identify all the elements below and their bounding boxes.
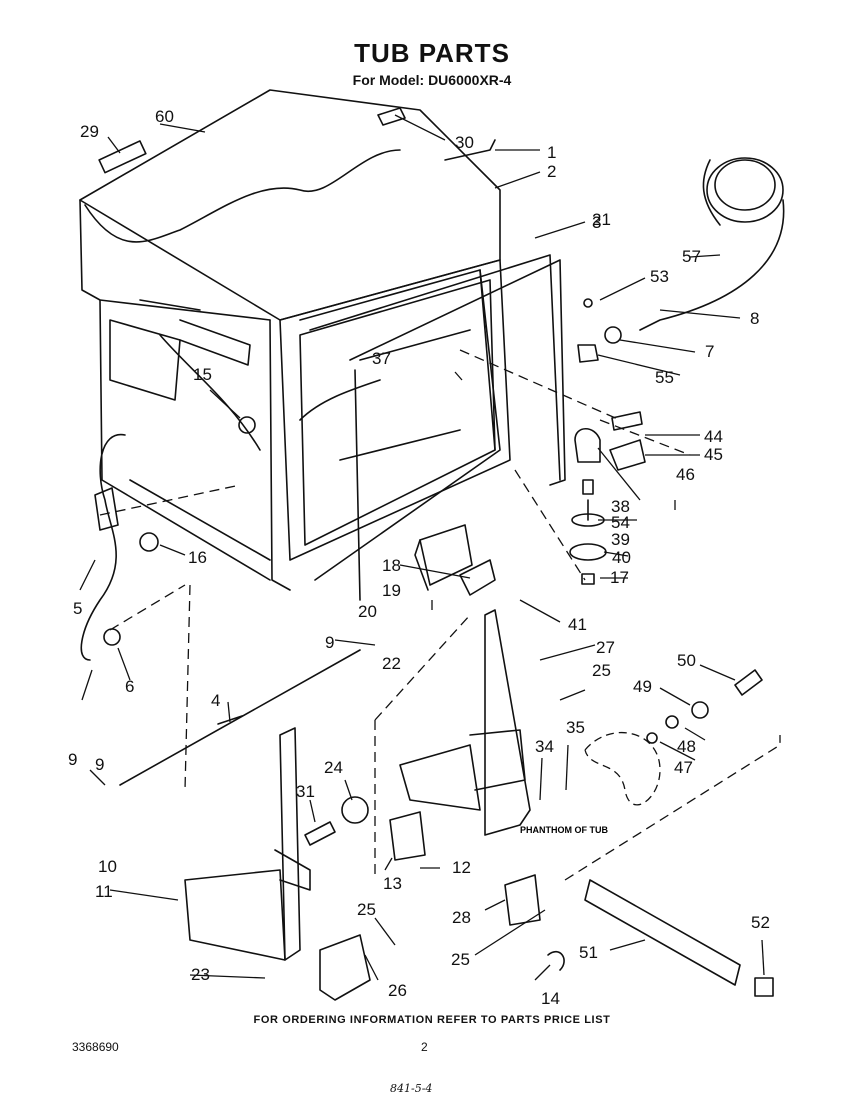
callout-57: 57 (682, 247, 701, 266)
callout-26: 26 (388, 981, 407, 1000)
callout-41: 41 (568, 615, 587, 634)
tub-body (79, 89, 511, 591)
model-subtitle: For Model: DU6000XR-4 (352, 72, 512, 88)
page-title: TUB PARTS (354, 38, 510, 68)
handwritten-note: 841-5-4 (390, 1082, 433, 1095)
ordering-info-footer: FOR ORDERING INFORMATION REFER TO PARTS … (253, 1014, 611, 1026)
callout-50: 50 (677, 651, 696, 670)
callout-5: 5 (73, 599, 82, 618)
callout-15: 15 (193, 365, 212, 384)
callout-34: 34 (535, 737, 554, 756)
callout-7: 7 (705, 342, 714, 361)
callout-40: 40 (612, 548, 631, 567)
callout-8: 8 (750, 309, 759, 328)
callout-22: 22 (382, 654, 401, 673)
part-28-bracket (504, 874, 541, 926)
callout-3: 3 (592, 213, 601, 232)
callout-25: 25 (592, 661, 611, 680)
callout-29: 29 (80, 122, 99, 141)
part-31-shaft (304, 821, 336, 846)
callout-52: 52 (751, 913, 770, 932)
part-13-bracket (389, 811, 426, 861)
callout-31: 31 (296, 782, 315, 801)
part-15-nut (238, 416, 256, 434)
callout-10: 10 (98, 857, 117, 876)
callout-6: 6 (125, 677, 134, 696)
page-number: 2 (421, 1040, 428, 1054)
part-49-nut (691, 701, 709, 719)
part-7-ring (604, 326, 622, 344)
callout-30: 30 (455, 133, 474, 152)
callout-14: 14 (541, 989, 560, 1008)
callout-46: 46 (676, 465, 695, 484)
callout-9: 9 (95, 755, 104, 774)
callout-11: 11 (95, 882, 113, 901)
part-5-hose (80, 433, 126, 661)
callout-12: 12 (452, 858, 471, 877)
part-53-screw (583, 298, 593, 308)
part-48-washer (665, 715, 679, 729)
part-18-valve (414, 524, 496, 596)
part-27-bracket (399, 609, 531, 836)
callout-1: 1 (547, 143, 556, 162)
part-47-ring (646, 732, 658, 744)
callout-2: 2 (547, 162, 556, 181)
callout-48: 48 (677, 737, 696, 756)
callout-54: 54 (611, 513, 630, 532)
part-30-clip (377, 107, 406, 126)
callout-35: 35 (566, 718, 585, 737)
callout-4: 4 (211, 691, 220, 710)
phantom-of-tub-label: PHANTHOM OF TUB (520, 825, 608, 835)
callout-24: 24 (324, 758, 343, 777)
callout-51: 51 (579, 943, 598, 962)
callout-20: 20 (358, 602, 377, 621)
part-52-cap (754, 977, 774, 997)
callout-16: 16 (188, 548, 207, 567)
part-51-rail (584, 879, 741, 986)
callout-18: 18 (382, 556, 401, 575)
callout-23: 23 (191, 965, 210, 984)
part-55-fitting (577, 344, 599, 363)
callout-9: 9 (325, 633, 334, 652)
callout-60: 60 (155, 107, 174, 126)
part-29-strip (98, 140, 147, 174)
callout-13: 13 (383, 874, 402, 893)
document-number: 3368690 (72, 1040, 119, 1054)
callout-17: 17 (610, 568, 629, 587)
callout-45: 45 (704, 445, 723, 464)
part-50-fitting (734, 669, 763, 696)
part-26-inlet-valve (319, 934, 371, 1001)
part-14-hook (547, 950, 565, 971)
callout-38: 38 (611, 497, 630, 516)
part-24-impeller (341, 796, 369, 824)
part-8-hose (639, 157, 785, 331)
callout-25: 25 (357, 900, 376, 919)
callout-55: 55 (655, 368, 674, 387)
part-11-frame (184, 727, 311, 961)
callout-27: 27 (596, 638, 615, 657)
part-16-grommet (139, 532, 159, 552)
part-6-clamp (103, 628, 121, 646)
callout-47: 47 (674, 758, 693, 777)
callout-21: 21 (592, 210, 611, 229)
callout-49: 49 (633, 677, 652, 696)
callout-44: 44 (704, 427, 723, 446)
callout-19: 19 (382, 581, 401, 600)
spray-arm-support (569, 411, 646, 585)
callout-39: 39 (611, 530, 630, 549)
callout-53: 53 (650, 267, 669, 286)
callout-9: 9 (68, 750, 77, 769)
door-gaskets (299, 254, 566, 601)
phantom-tub-outline (584, 731, 661, 806)
part-1-bracket (444, 139, 496, 161)
callout-37: 37 (372, 349, 391, 368)
callout-25: 25 (451, 950, 470, 969)
part-4-clamp (94, 487, 119, 531)
callout-28: 28 (452, 908, 471, 927)
